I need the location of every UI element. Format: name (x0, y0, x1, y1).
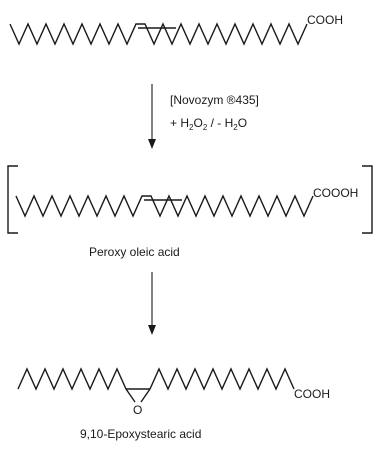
epoxystearic-acid-structure: O COOH (17, 367, 330, 417)
peroxy-oleic-acid-name: Peroxy oleic acid (89, 245, 180, 259)
oleic-acid-chain (9, 22, 308, 46)
epoxystearic-acid-name: 9,10-Epoxystearic acid (80, 427, 201, 441)
arrow-2-head (148, 325, 156, 335)
epoxy-left-chain (17, 367, 127, 391)
reaction-arrow-1 (148, 84, 156, 149)
arrow-1-head (148, 139, 156, 149)
oleic-acid-structure: COOH (9, 13, 343, 46)
bracket-right (362, 165, 373, 234)
epoxide-left-c-o-bond (125, 388, 136, 403)
peroxy-acid-chain (15, 194, 314, 218)
epoxide-oxygen: O (133, 403, 142, 417)
catalyst-label: [Novozym ®435] (170, 93, 259, 107)
oleic-acid-cooh: COOH (307, 13, 343, 27)
epoxide-right-c-o-bond (140, 388, 151, 403)
reaction-arrow-2 (148, 272, 156, 335)
peroxy-acid-cooooh: COOOH (313, 186, 358, 200)
peroxy-oleic-acid-structure: COOOH (7, 165, 373, 234)
reagents-label: + H2O2 / - H2O (170, 116, 247, 132)
epoxy-right-chain (149, 367, 295, 391)
bracket-left (7, 165, 18, 234)
epoxy-acid-cooh: COOH (294, 387, 330, 401)
